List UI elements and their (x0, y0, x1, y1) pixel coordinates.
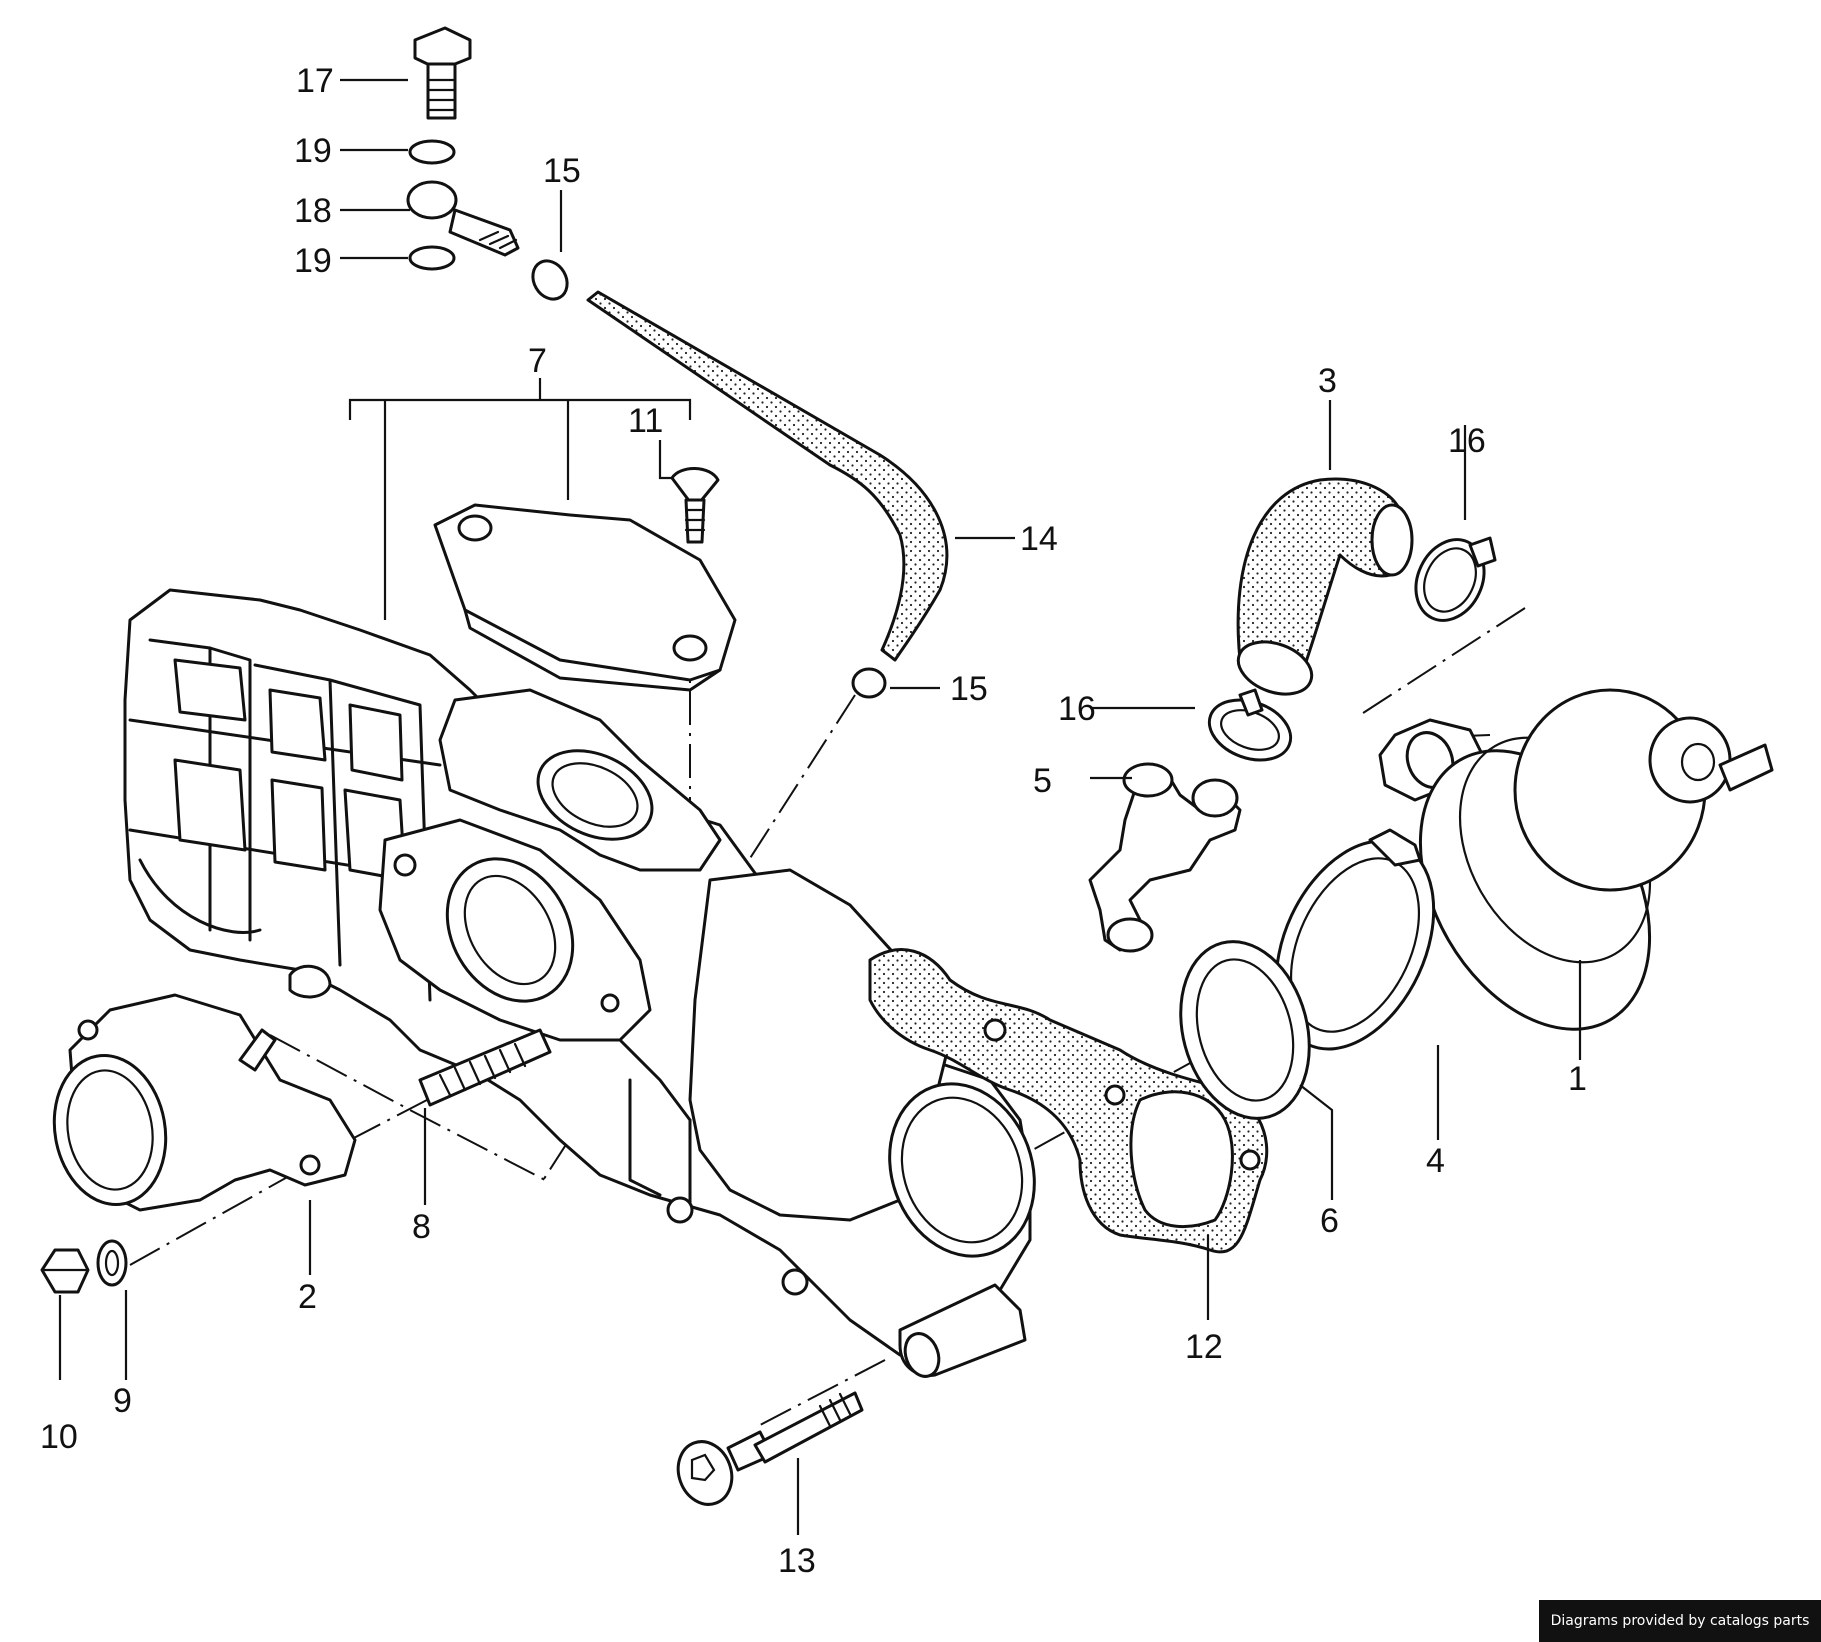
callout-5: 5 (1033, 762, 1052, 800)
part-2-flange (52, 993, 357, 1212)
part-14-hose (586, 290, 949, 662)
part-1-valve (1378, 688, 1774, 1031)
part-6-o-ring (1179, 940, 1311, 1120)
housing (123, 588, 1269, 1378)
callout-7: 7 (528, 342, 547, 380)
callout-8: 8 (412, 1208, 431, 1246)
callout-17: 17 (296, 62, 334, 100)
part-3-hose (1236, 477, 1414, 696)
part-7-cover-plate (348, 398, 737, 692)
part-4-clamp (1274, 828, 1436, 1051)
callout-2: 2 (298, 1278, 317, 1316)
callout-1: 1 (1568, 1060, 1587, 1098)
callout-16b: 16 (1058, 690, 1096, 728)
callout-6: 6 (1320, 1202, 1339, 1240)
part-9-washer (96, 1239, 128, 1287)
part-13-bolt (676, 1391, 864, 1506)
callout-10: 10 (40, 1418, 78, 1456)
callout-4: 4 (1426, 1142, 1445, 1180)
credit-badge: Diagrams provided by catalogs parts (1539, 1600, 1821, 1642)
callout-13: 13 (778, 1542, 816, 1580)
part-17-19-banjo (406, 26, 520, 271)
callout-19a: 19 (294, 132, 332, 170)
leader-lines (58, 78, 1582, 1535)
part-11-screw (670, 467, 720, 544)
part-5-connector (1088, 762, 1242, 953)
part-15-clamps (531, 259, 887, 699)
callouts: 1 2 3 4 5 6 7 8 9 10 11 12 13 14 15 15 1… (40, 62, 1587, 1580)
callout-19b: 19 (294, 242, 332, 280)
callout-12: 12 (1185, 1328, 1223, 1366)
callout-14: 14 (1020, 520, 1058, 558)
callout-15b: 15 (950, 670, 988, 708)
callout-9: 9 (113, 1382, 132, 1420)
part-16-clamps (1207, 536, 1497, 762)
part-8-stud (418, 1028, 552, 1107)
callout-3: 3 (1318, 362, 1337, 400)
callout-16a: 16 (1448, 422, 1486, 460)
callout-15a: 15 (543, 152, 581, 190)
callout-11: 11 (628, 402, 663, 440)
callout-18: 18 (294, 192, 332, 230)
part-10-nut (40, 1248, 90, 1294)
